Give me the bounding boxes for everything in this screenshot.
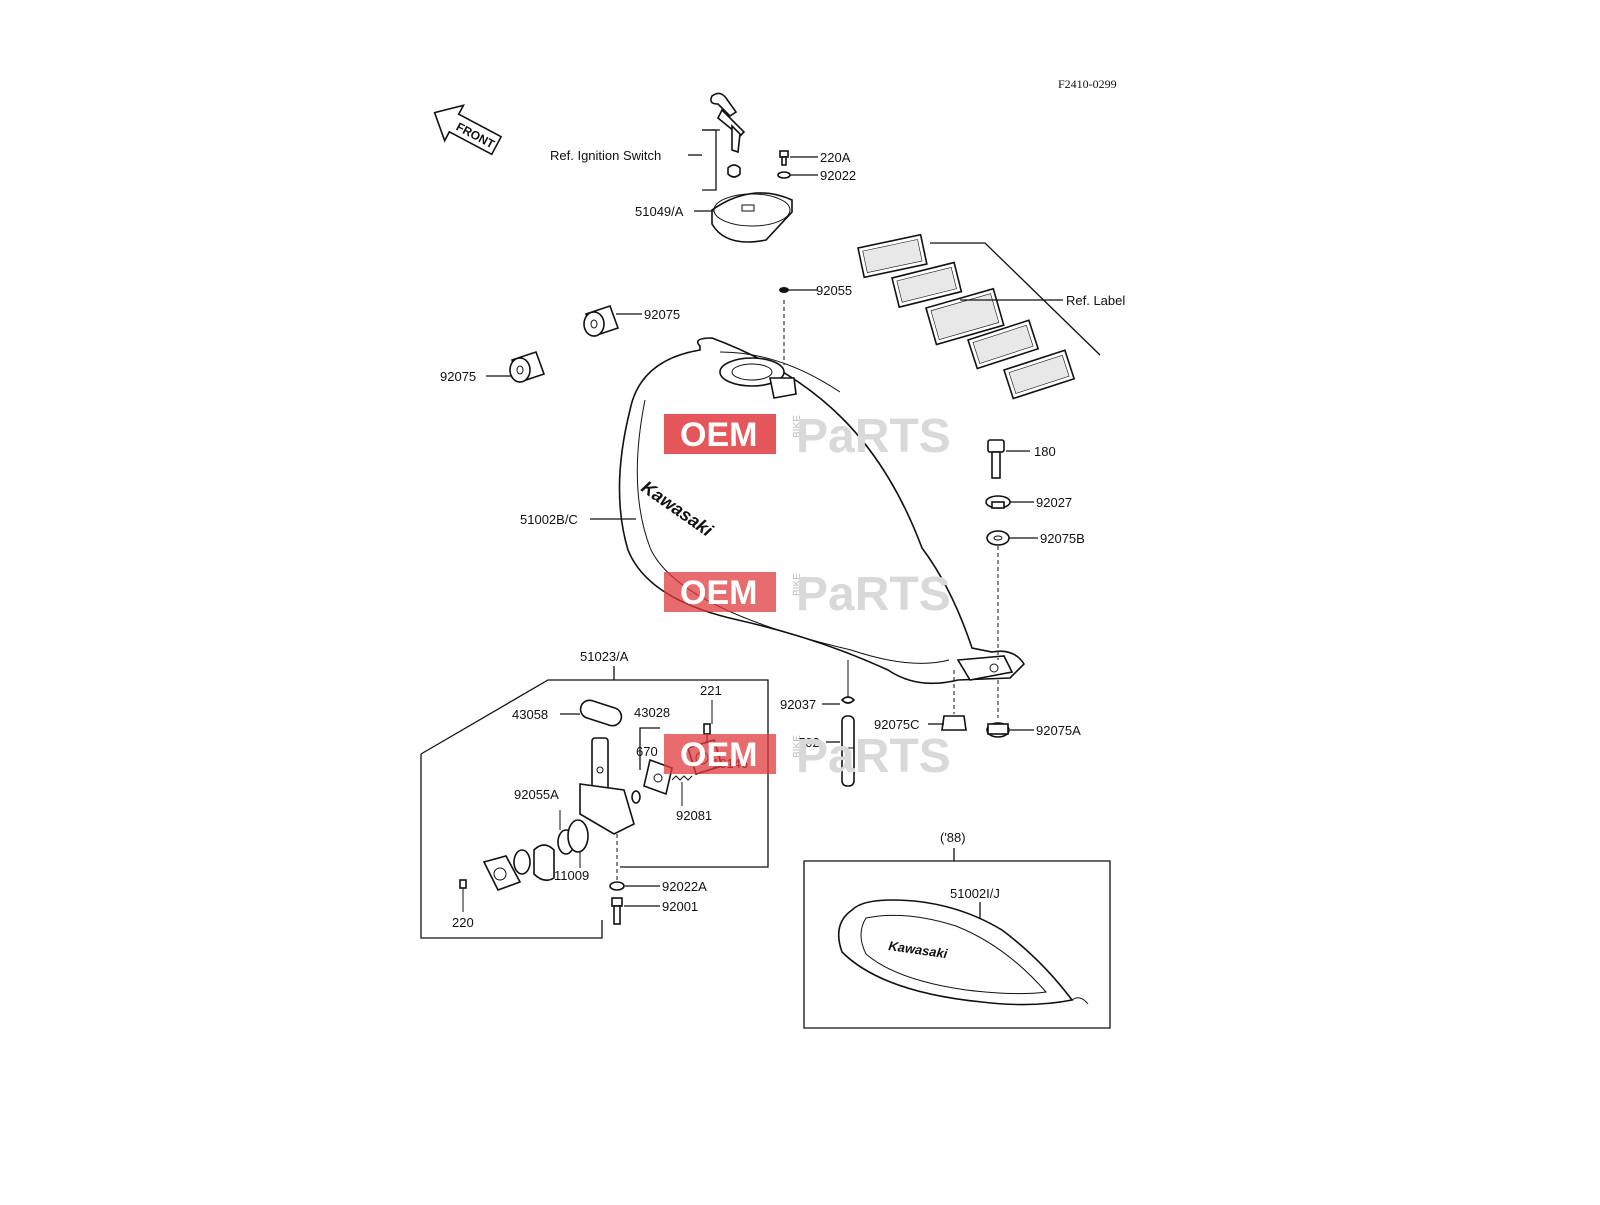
label-670: 670 — [636, 744, 658, 759]
o-ring-92055-icon — [779, 287, 789, 293]
washer-92022-icon — [777, 171, 791, 179]
label-92075B: 92075B — [1040, 531, 1085, 546]
label-43058: 43058 — [512, 707, 548, 722]
spring-92081-icon — [671, 775, 693, 781]
label-92075A: 92075A — [1036, 723, 1081, 738]
hose-702-icon — [841, 715, 855, 787]
label-92022: 92022 — [820, 168, 856, 183]
watermark-bike-text: BIKE — [792, 415, 803, 438]
gasket-11009-icon — [567, 819, 589, 853]
collar-92027-icon — [985, 495, 1011, 509]
label-92037: 92037 — [780, 697, 816, 712]
label-92022A: 92022A — [662, 879, 707, 894]
label-92075-lower: 92075 — [440, 369, 476, 384]
label-180: 180 — [1034, 444, 1056, 459]
label-220A: 220A — [820, 150, 851, 165]
ref-label-label: Ref. Label — [1066, 293, 1125, 308]
label-92081: 92081 — [676, 808, 712, 823]
inset-frame-88 — [803, 860, 1111, 1029]
label-220: 220 — [452, 915, 474, 930]
label-51002IJ: 51002I/J — [950, 886, 1000, 901]
cover-plate-icon — [482, 855, 522, 891]
watermark-oem-text: OEM — [680, 574, 757, 612]
label-43028: 43028 — [634, 705, 670, 720]
bolt-180-icon — [987, 439, 1005, 479]
ref-ignition-switch-label: Ref. Ignition Switch — [550, 148, 661, 163]
rubber-damper-lower-icon — [509, 350, 546, 384]
watermark-oem-text: OEM — [680, 416, 757, 454]
fuel-cock-assembly-frame — [420, 666, 769, 939]
label-51023A: 51023/A — [580, 649, 629, 664]
label-92055: 92055 — [816, 283, 852, 298]
label-92075-upper: 92075 — [644, 307, 680, 322]
watermark-bike-text: BIKE — [792, 735, 803, 758]
watermark-bike-text: BIKE — [792, 573, 803, 596]
clip-92037-icon — [840, 696, 856, 704]
grommet-92075C-icon — [941, 715, 967, 731]
watermark-oem-text: OEM — [680, 736, 757, 774]
watermark-oem-parts-1: OEM BIKE PaRTS — [664, 410, 951, 463]
watermark-oem-parts-3: OEM BIKE PaRTS — [664, 730, 951, 783]
label-51049A: 51049/A — [635, 204, 684, 219]
watermark-parts-text: PaRTS — [796, 410, 951, 463]
watermark-oem-parts-2: OEM BIKE PaRTS — [664, 568, 951, 621]
screw-220-icon — [459, 879, 467, 889]
label-221: 221 — [700, 683, 722, 698]
washer-92022A-icon — [609, 881, 625, 891]
gasket-43058-icon — [579, 699, 623, 727]
label-51002BC: 51002B/C — [520, 512, 578, 527]
label-92027: 92027 — [1036, 495, 1072, 510]
grommet-92075B-icon — [986, 530, 1010, 546]
fuel-cock-icon — [579, 737, 635, 835]
watermark-parts-text: PaRTS — [796, 730, 951, 783]
diagram-code: F2410-0299 — [1058, 77, 1117, 91]
tank-graphic-88-icon — [837, 899, 1089, 1006]
warning-label-stack-icon — [857, 233, 1101, 400]
label-92001: 92001 — [662, 899, 698, 914]
lever-92055A-icon — [533, 844, 555, 882]
fuel-cap-icon — [711, 192, 793, 243]
front-arrow-icon: FRONT — [433, 104, 503, 156]
label-702: 702 — [798, 735, 820, 750]
bolt-220A-icon — [779, 150, 789, 166]
o-ring-670-icon — [631, 790, 641, 804]
label-92055A: 92055A — [514, 787, 559, 802]
label-11009: 11009 — [554, 868, 589, 883]
ignition-key-icon — [688, 92, 746, 191]
inset-year-label: ('88) — [940, 830, 966, 845]
ring-icon — [513, 849, 531, 875]
rubber-damper-icon — [583, 304, 620, 338]
label-92075C: 92075C — [874, 717, 920, 732]
bolt-92001-icon — [611, 897, 623, 925]
grommet-92075A-icon — [986, 722, 1010, 738]
watermark-parts-text: PaRTS — [796, 568, 951, 621]
